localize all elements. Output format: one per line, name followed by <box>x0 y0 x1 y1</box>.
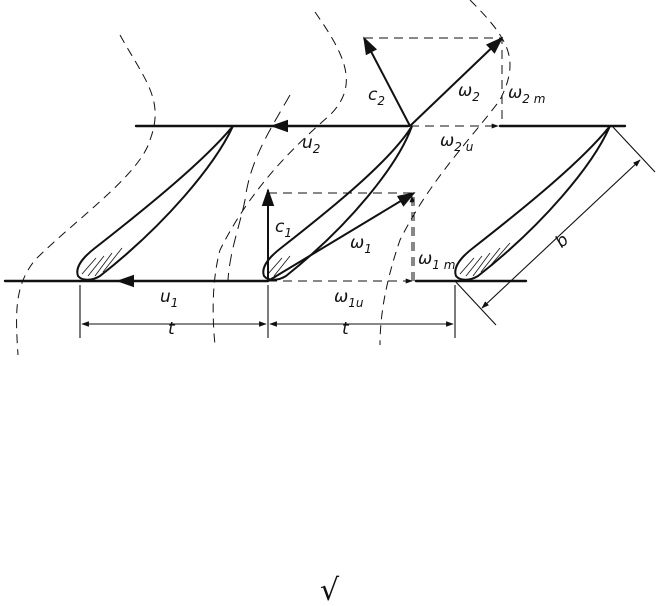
streamline-right <box>379 0 511 346</box>
streamline-mid-left <box>227 94 291 281</box>
blade-center <box>262 125 413 281</box>
label-u2: u2 <box>302 133 320 156</box>
inlet-triangle-box <box>268 192 415 281</box>
vector-w1 <box>267 192 416 282</box>
label-b: b <box>552 230 573 252</box>
label-w1m: ω1 m <box>418 249 455 272</box>
vector-w2 <box>409 36 504 127</box>
streamline-left <box>16 34 156 356</box>
blade-right <box>454 125 611 281</box>
outlet-triangle-box <box>364 37 503 126</box>
label-t-left: t <box>168 319 176 339</box>
label-w1u: ω1u <box>334 287 364 310</box>
label-w2: ω2 <box>458 81 480 104</box>
blade-left <box>76 125 234 281</box>
chord-dim <box>481 159 641 309</box>
label-w2m: ω2 m <box>508 83 545 106</box>
chord-ext-top <box>611 125 656 173</box>
label-t-right: t <box>342 319 350 339</box>
label-c1: c1 <box>275 217 292 240</box>
label-c2: c2 <box>368 85 385 108</box>
vector-c2 <box>363 36 411 127</box>
label-w1: ω1 <box>350 233 372 256</box>
chord-ext-bottom <box>454 280 497 326</box>
label-w2u: ω2 u <box>440 131 474 154</box>
streamline-center <box>212 11 347 346</box>
footer-mark: √ <box>320 573 340 606</box>
label-u1: u1 <box>160 287 178 310</box>
